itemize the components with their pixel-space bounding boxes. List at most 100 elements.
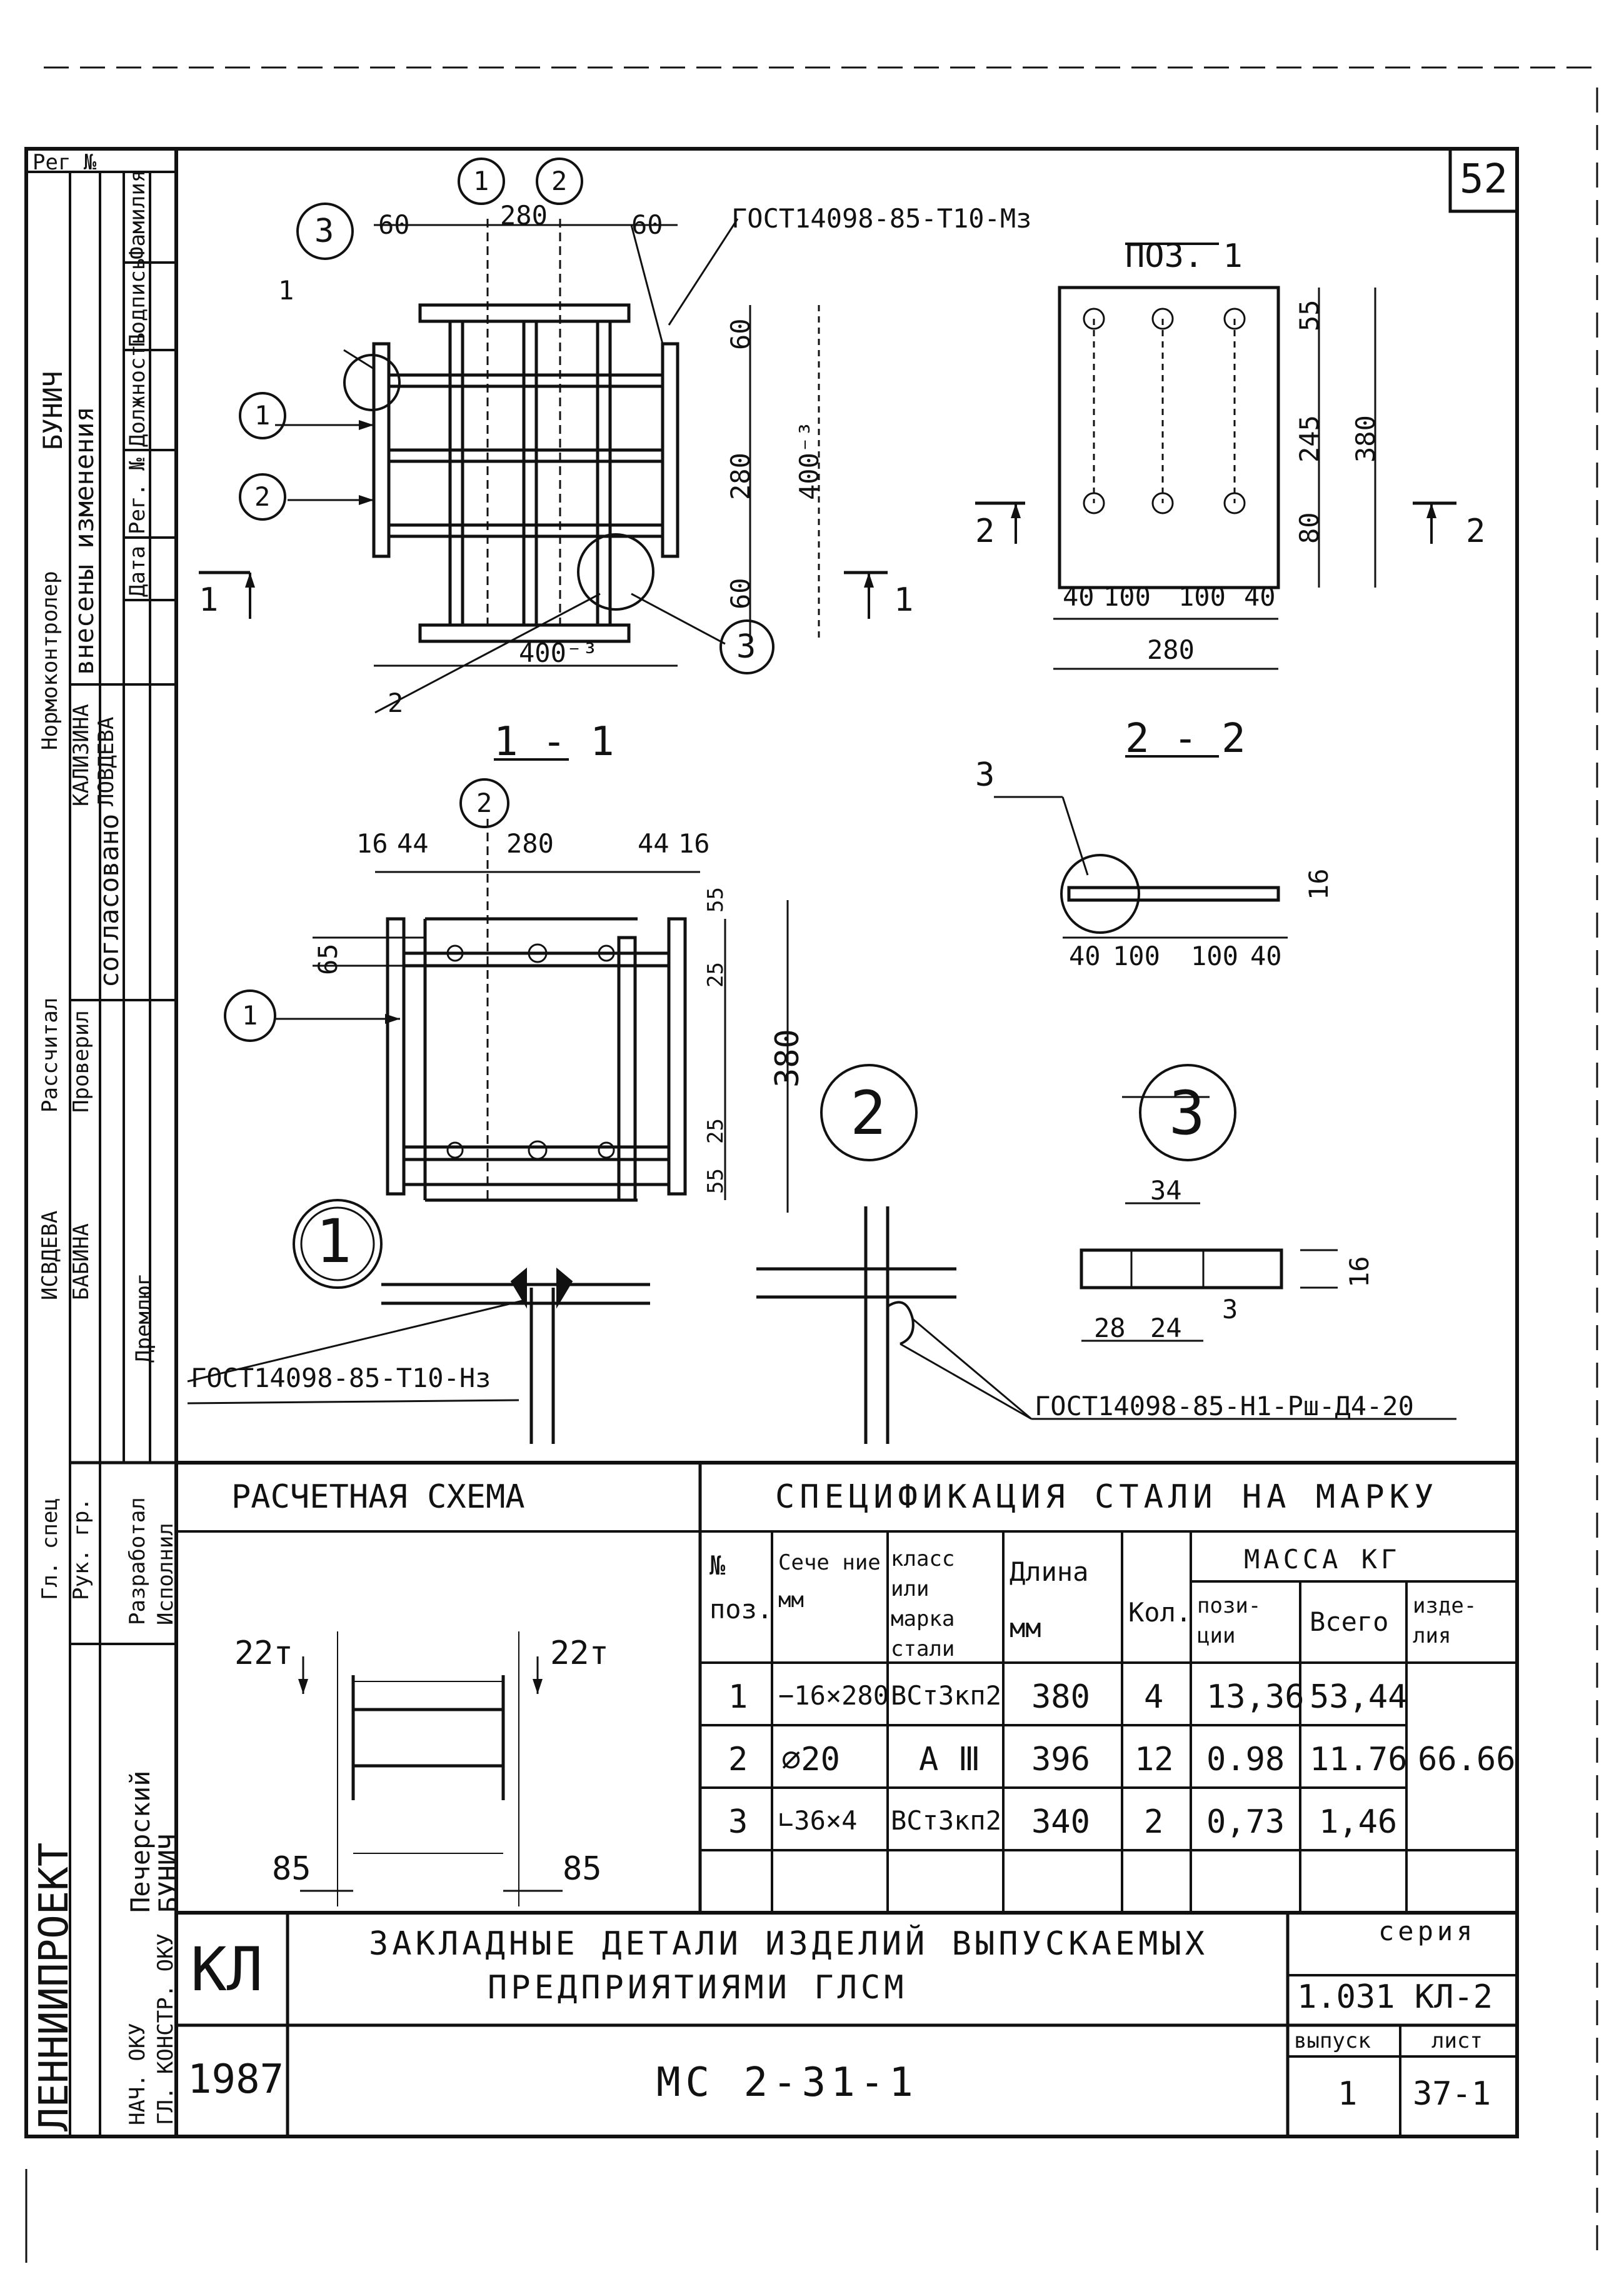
sec11-dim-25-top: 25 [703, 962, 728, 988]
staff-name-1: Печерский [125, 1770, 156, 1913]
agreed-name-2: ЛОВДЕВА [94, 716, 119, 806]
spec-cell-steel: А Ⅲ [919, 1741, 981, 1778]
callout-3-sec22: 3 [975, 756, 995, 794]
agreed-role-checked: Проверил [69, 1010, 94, 1113]
spec-cell-poz: 1 [728, 1678, 748, 1716]
sec11-dim-55-bot: 55 [703, 1168, 728, 1194]
plan-dim-280-v: 280 [725, 453, 756, 500]
agreed-name-3: ИСВДЕВА [38, 1210, 63, 1300]
sec11-dim-44b: 44 [638, 828, 669, 859]
spec-header-steel: класс или марка стали [891, 1546, 955, 1661]
poz1-dim-245: 245 [1294, 415, 1325, 463]
section-mark-1-right: 1 [894, 581, 914, 619]
reg-label: Рег № [33, 150, 97, 175]
sec22-dim-100b: 100 [1191, 941, 1238, 971]
callout-1-leader: 1 [278, 275, 294, 306]
detail3-dim-34: 34 [1150, 1175, 1182, 1206]
plan-dim-60-left: 60 [378, 209, 410, 240]
title-year: 1987 [188, 2056, 284, 2103]
callout-2-top: 2 [551, 166, 568, 196]
agreed-role-normcontrol: Нормоконтролер [38, 571, 63, 750]
spec-cell-mass-pos: 13,36 [1206, 1678, 1305, 1716]
spec-cell-steel: ВСт3кп2 [891, 1805, 1002, 1836]
calc-scheme-title: РАСЧЕТНАЯ СХЕМА [231, 1478, 525, 1516]
changes-col-surname: Фамилия [125, 169, 150, 259]
spec-cell-mass-total: 11.76 [1310, 1741, 1408, 1778]
spec-cell-mass-total: 53,44 [1310, 1678, 1408, 1716]
spec-header-mass: МАССА КГ [1244, 1544, 1401, 1575]
sec11-dim-16b: 16 [678, 828, 710, 859]
poz1-label: ПОЗ. 1 [1125, 238, 1243, 275]
spec-header-mass-pos: пози- ции [1197, 1593, 1261, 1648]
callout-2-sec11: 2 [476, 788, 493, 818]
section-mark-2-right: 2 [1466, 513, 1486, 550]
staff-role-group: Рук. гр. [69, 1498, 94, 1600]
plan-dim-400-v: 400⁻³ [794, 421, 825, 500]
callout-1-top: 1 [473, 166, 489, 196]
plan-dim-60-v-top: 60 [725, 318, 756, 350]
spec-cell-mass-total: 1,46 [1319, 1803, 1398, 1841]
spec-header-poz: № поз. [709, 1550, 773, 1625]
plan-dim-60-right: 60 [631, 209, 663, 240]
calc-load-right: 22т [550, 1635, 609, 1672]
sec11-dim-55-top: 55 [703, 887, 728, 913]
detail3-dim-3: 3 [1222, 1294, 1238, 1325]
changes-col-date: Дата [125, 546, 150, 597]
sec22-dim-16: 16 [1303, 868, 1334, 900]
sec11-dim-44a: 44 [397, 828, 429, 859]
spec-cell-qty: 4 [1144, 1678, 1164, 1716]
section-1-1-label: 1 - 1 [494, 719, 614, 765]
trest-name: Дремлюг [131, 1273, 156, 1363]
detail-2-label: 2 [850, 1078, 886, 1148]
callout-3-plan-b: 3 [736, 628, 756, 666]
poz1-dim-380: 380 [1350, 415, 1381, 463]
staff-role-executed: Исполнил [153, 1523, 178, 1625]
section-mark-2-left: 2 [975, 513, 995, 550]
staff-role-head: НАЧ. ОКУ [125, 2023, 150, 2125]
staff-role-developed: Разработал [125, 1497, 150, 1625]
sec11-dim-280: 280 [506, 828, 554, 859]
gost-plan: ГОСТ14098-85-Т10-Мз [731, 203, 1032, 234]
callout-2-plan: 2 [254, 481, 271, 512]
spec-cell-steel: ВСт3кп2 [891, 1680, 1002, 1711]
spec-cell-poz: 2 [728, 1741, 748, 1778]
title-line-1: ЗАКЛАДНЫЕ ДЕТАЛИ ИЗДЕЛИЙ ВЫПУСКАЕМЫХ [369, 1925, 1209, 1963]
section-2-2-label: 2 - 2 [1125, 716, 1246, 762]
staff-role-chief: Гл. спец [38, 1498, 63, 1600]
poz1-dim-55: 55 [1294, 299, 1325, 331]
spec-mass-item-value: 66.66 [1418, 1741, 1516, 1778]
agreed-name-1: КАЛИЗИНА [69, 704, 94, 806]
spec-cell-length: 340 [1031, 1803, 1090, 1841]
spec-header-mass-item: изде- лия [1413, 1593, 1477, 1648]
changes-title: внесены изменения [69, 406, 99, 675]
calc-dim-right: 85 [563, 1850, 602, 1888]
detail3-dim-24: 24 [1150, 1313, 1182, 1343]
poz1-dim-80: 80 [1294, 512, 1325, 544]
calc-dim-left: 85 [272, 1850, 311, 1888]
spec-header-mass-total: Всего [1310, 1606, 1389, 1637]
sec22-dim-40b: 40 [1250, 941, 1282, 971]
sec11-dim-25-bot: 25 [703, 1118, 728, 1144]
plan-dim-280: 280 [500, 200, 548, 231]
changes-col-reg: Рег. № [125, 458, 150, 534]
spec-cell-section: ⌀20 [781, 1741, 840, 1778]
changes-name: БУНИЧ [38, 371, 68, 450]
section-mark-1-left: 1 [199, 581, 219, 619]
spec-header-length: Длина мм [1010, 1556, 1089, 1643]
detail-1-label: 1 [316, 1206, 352, 1276]
callout-1-sec11: 1 [242, 1000, 258, 1031]
staff-name-2: БУНИЧ [153, 1833, 184, 1913]
title-code: КЛ [191, 1935, 263, 2005]
sec11-dim-65: 65 [313, 943, 343, 975]
spec-cell-mass-pos: 0,73 [1206, 1803, 1285, 1841]
poz1-dim-40a: 40 [1063, 581, 1095, 612]
spec-title: СПЕЦИФИКАЦИЯ СТАЛИ НА МАРКУ [775, 1478, 1439, 1516]
sec11-dim-380: 380 [769, 1029, 806, 1088]
spec-cell-poz: 3 [728, 1803, 748, 1841]
series-value: 1.031 КЛ-2 [1297, 1978, 1493, 2016]
callout-3-plan: 3 [314, 213, 334, 250]
gost-detail-1: ГОСТ14098-85-Т10-Нз [191, 1363, 491, 1393]
spec-cell-section: ∟36×4 [778, 1805, 858, 1836]
sheet-label: лист [1431, 2028, 1483, 2053]
plan-dim-400-h: 400⁻³ [519, 638, 598, 668]
